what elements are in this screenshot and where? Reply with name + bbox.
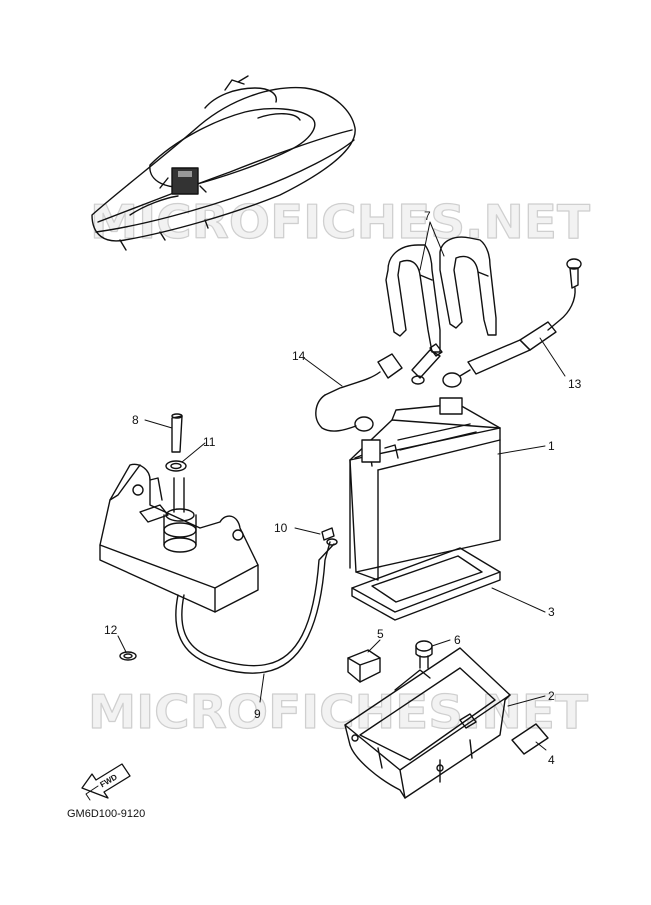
callout-7: 7 <box>424 209 431 223</box>
jetski-illustration <box>91 75 356 251</box>
battery-pad <box>351 547 501 621</box>
callout-9: 9 <box>254 707 261 721</box>
callout-4: 4 <box>548 753 555 767</box>
callout-13: 13 <box>568 377 582 391</box>
callout-14: 14 <box>292 349 306 363</box>
battery <box>349 397 501 581</box>
hose-joint <box>321 527 335 541</box>
bolt <box>415 640 433 669</box>
battery-box <box>344 647 511 799</box>
watermark-bottom: MICROFICHES.NET <box>88 685 589 739</box>
label-sticker <box>511 723 549 755</box>
hose-clip-11 <box>165 460 187 472</box>
breather-pipe-short <box>171 413 183 453</box>
callout-labels: 7 1 3 2 4 5 6 13 14 8 11 10 12 9 <box>104 209 582 767</box>
diagram-code: GM6D100-9120 <box>67 808 145 820</box>
leader-lines <box>117 221 566 751</box>
callout-6: 6 <box>454 633 461 647</box>
watermark-top: MICROFICHES.NET <box>90 195 591 249</box>
callout-10: 10 <box>274 521 288 535</box>
callout-11: 11 <box>203 435 216 449</box>
breather-pipe-inner <box>173 477 185 513</box>
callout-3: 3 <box>548 605 555 619</box>
hose-clip-12 <box>119 651 137 661</box>
breather-holder <box>99 463 259 613</box>
battery-band-pair <box>385 236 497 353</box>
callout-12: 12 <box>104 623 118 637</box>
battery-lead-wire <box>442 258 582 388</box>
rubber-cushion <box>347 649 381 683</box>
fwd-arrow-icon: FWD <box>81 763 131 801</box>
negative-lead-wire <box>315 343 443 432</box>
callout-1: 1 <box>548 439 555 453</box>
callout-8: 8 <box>132 413 139 427</box>
breather-hose <box>175 538 338 674</box>
callout-5: 5 <box>377 627 384 641</box>
callout-2: 2 <box>548 689 555 703</box>
